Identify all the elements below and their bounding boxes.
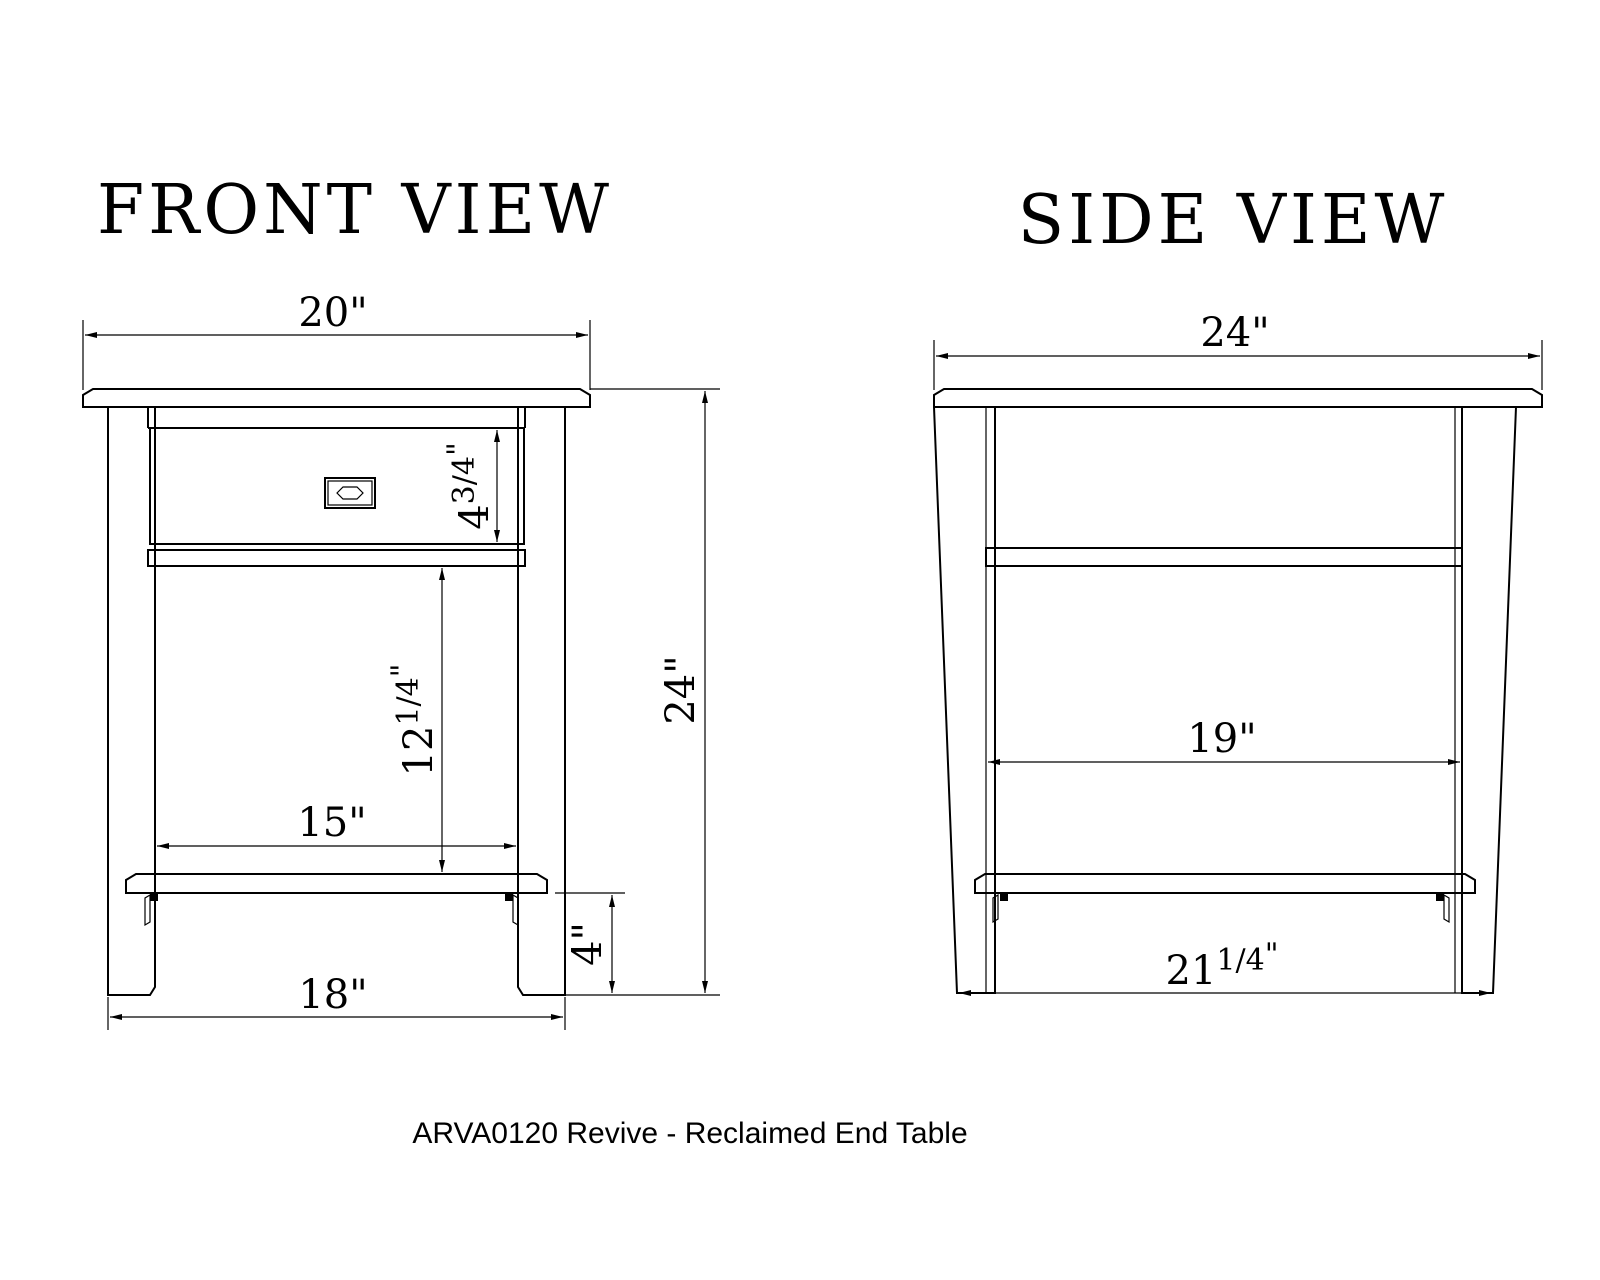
front-lower-shelf — [125, 873, 548, 894]
side-lower-shelf — [974, 873, 1476, 894]
front-shelf-height-label: 4" — [565, 922, 611, 966]
front-total-height-label: 24" — [658, 655, 704, 724]
front-opening-height-label: 121/4" — [385, 664, 442, 777]
drawer-pull-handle — [324, 477, 376, 509]
drawer-pull-icon — [336, 486, 364, 500]
side-inner-depth-dimension: 19" — [988, 716, 1460, 765]
front-top-width-label: 20" — [298, 290, 367, 336]
front-total-height-dimension: 24" — [565, 388, 720, 996]
side-right-leg — [1461, 406, 1517, 994]
side-base-depth-dimension: 211/4" — [959, 937, 1491, 996]
side-tabletop — [933, 388, 1543, 408]
side-view-title: SIDE VIEW — [1018, 181, 1449, 260]
drawing-caption: ARVA0120 Revive - Reclaimed End Table — [412, 1117, 967, 1150]
side-shelf-brackets — [992, 893, 1450, 924]
side-top-depth-label: 24" — [1200, 310, 1269, 356]
side-rail — [985, 547, 1463, 567]
front-base-width-label: 18" — [298, 972, 367, 1018]
front-top-width-dimension: 20" — [82, 290, 591, 390]
front-inner-width-label: 15" — [297, 800, 366, 846]
side-top-depth-dimension: 24" — [933, 310, 1543, 390]
front-opening-height-dimension: 121/4" — [385, 568, 445, 872]
front-view: FRONT VIEW 20" — [82, 171, 720, 1030]
side-base-depth-label: 211/4" — [1166, 937, 1279, 994]
front-base-width-dimension: 18" — [107, 972, 566, 1030]
side-view: SIDE VIEW 24" 19" — [933, 181, 1543, 996]
front-shelf-height-dimension: 4" — [555, 892, 625, 993]
front-drawer-height-dimension: 43/4" — [441, 430, 500, 542]
front-right-leg — [517, 407, 566, 996]
front-drawer-height-label: 43/4" — [441, 442, 498, 530]
front-inner-width-dimension: 15" — [157, 800, 516, 849]
front-drawer — [149, 427, 525, 545]
front-tabletop — [82, 388, 591, 408]
front-shelf-brackets — [144, 893, 519, 927]
side-inner-depth-label: 19" — [1187, 716, 1256, 762]
front-left-leg — [107, 407, 156, 996]
front-drawer-rail — [147, 549, 526, 567]
front-view-title: FRONT VIEW — [97, 171, 613, 250]
